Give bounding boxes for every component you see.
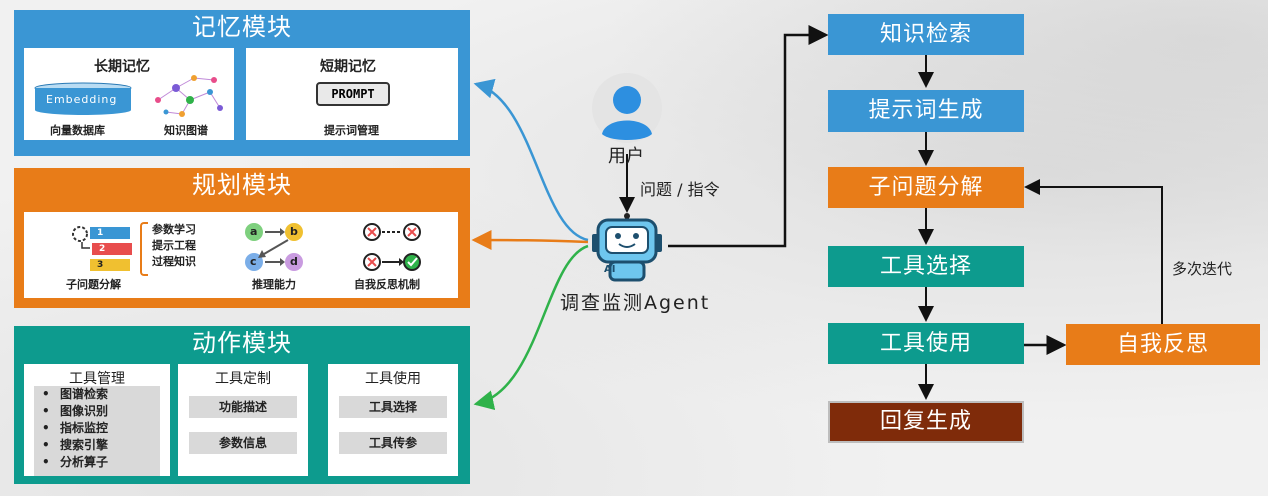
tool-usage-step: 工具使用 (828, 323, 1024, 364)
arrow-agent-to-flow (668, 25, 829, 248)
prompt-icon: PROMPT (316, 82, 390, 106)
user-avatar-icon (592, 73, 662, 143)
list-item: 图像识别 (34, 403, 160, 420)
agent-robot-icon (592, 213, 662, 282)
planning-title: 规划模块 (192, 171, 292, 199)
subproblem-badge-1: 1 (97, 228, 104, 238)
self-reflection-step: 自我反思 (1066, 324, 1260, 365)
response-generation-step: 回复生成 (828, 401, 1024, 443)
tool-management-panel: 工具管理 图谱检索 图像识别 指标监控 搜索引擎 分析算子 (24, 364, 170, 476)
tool-param-chip: 工具传参 (339, 432, 447, 454)
prompt-generation-step: 提示词生成 (828, 90, 1024, 132)
parameter-info-chip: 参数信息 (189, 432, 297, 454)
planning-panel: 1 2 3 参数学习 提示工程 过程知识 子问题分解 a b c d 推理能力 (24, 212, 458, 298)
knowledge-graph-label: 知识图谱 (164, 124, 208, 137)
arrow-agent-to-planning (471, 230, 589, 251)
params-bracket (140, 222, 148, 276)
prompt-management-label: 提示词管理 (324, 124, 379, 137)
iteration-label: 多次迭代 (1172, 260, 1233, 278)
param-item: 过程知识 (152, 255, 196, 268)
planning-module: 规划模块 1 2 3 参数学习 提示工程 过程知识 子问题分解 a b (14, 168, 470, 308)
tool-customize-title: 工具定制 (215, 371, 271, 387)
embedding-database-icon (34, 82, 132, 115)
tool-usage-panel: 工具使用 工具选择 工具传参 (328, 364, 458, 476)
subproblem-badge-2: 2 (99, 244, 106, 254)
memory-title: 记忆模块 (192, 13, 292, 41)
knowledge-retrieval-step: 知识检索 (828, 14, 1024, 55)
action-module: 动作模块 工具管理 图谱检索 图像识别 指标监控 搜索引擎 分析算子 工具定制 … (14, 326, 470, 484)
arrow-agent-to-action (473, 244, 589, 410)
list-item: 分析算子 (34, 454, 160, 471)
tool-select-chip: 工具选择 (339, 396, 447, 418)
self-reflection-icon (363, 223, 421, 271)
short-term-title: 短期记忆 (320, 59, 376, 75)
param-item: 提示工程 (152, 239, 196, 252)
function-description-chip: 功能描述 (189, 396, 297, 418)
arrow-agent-to-memory (473, 78, 589, 242)
list-item: 图谱检索 (34, 386, 160, 403)
user-label: 用户 (608, 146, 644, 167)
tool-usage-title: 工具使用 (365, 371, 421, 387)
arrow-reflection-loop (1024, 179, 1163, 324)
ai-chest-label: AI (604, 264, 616, 275)
tool-management-list: 图谱检索 图像识别 指标监控 搜索引擎 分析算子 (34, 386, 160, 476)
long-term-title: 长期记忆 (94, 59, 150, 75)
query-label: 问题 / 指令 (640, 180, 720, 199)
reasoning-icon (245, 223, 303, 271)
short-term-memory-panel: 短期记忆 PROMPT 提示词管理 (246, 48, 458, 140)
subproblem-decomposition-step: 子问题分解 (828, 167, 1024, 208)
params-list: 参数学习 提示工程 过程知识 (152, 222, 196, 270)
vector-db-label: 向量数据库 (50, 124, 105, 137)
knowledge-graph-icon (155, 75, 223, 117)
memory-module: 记忆模块 长期记忆 Embedding 向量数据库 知识图谱 短期记忆 PROM… (14, 10, 470, 156)
reasoning-letter-d: d (290, 255, 298, 268)
subproblem-label: 子问题分解 (66, 278, 121, 291)
embedding-label: Embedding (46, 93, 118, 106)
reasoning-letter-c: c (250, 255, 257, 268)
reasoning-letter-b: b (290, 225, 298, 238)
subproblem-decomposition-icon (72, 226, 132, 271)
tool-selection-step: 工具选择 (828, 246, 1024, 287)
param-item: 参数学习 (152, 223, 196, 236)
action-title: 动作模块 (192, 329, 292, 357)
reasoning-label: 推理能力 (252, 278, 296, 291)
long-term-memory-panel: 长期记忆 Embedding 向量数据库 知识图谱 (24, 48, 234, 140)
subproblem-badge-3: 3 (97, 260, 104, 270)
self-reflection-label: 自我反思机制 (354, 278, 420, 291)
tool-customize-panel: 工具定制 功能描述 参数信息 (178, 364, 308, 476)
list-item: 指标监控 (34, 420, 160, 437)
reasoning-letter-a: a (250, 225, 258, 238)
agent-label: 调查监测Agent (560, 292, 711, 314)
tool-management-title: 工具管理 (69, 371, 125, 387)
list-item: 搜索引擎 (34, 437, 160, 454)
